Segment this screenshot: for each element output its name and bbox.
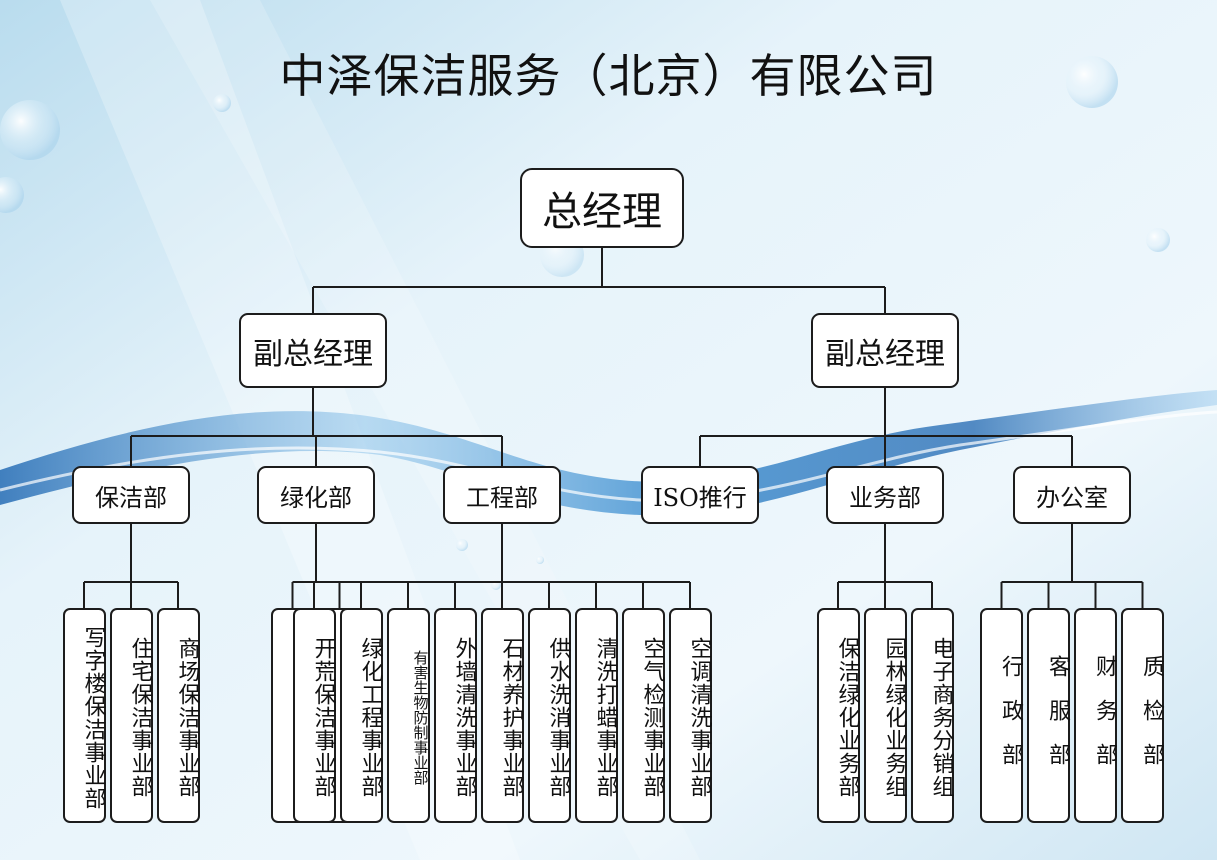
org-node-unit-2-4: 石材养护事业部 <box>480 608 524 823</box>
org-node-dept-3: ISO推行 <box>641 466 759 524</box>
org-node-unit-5-1: 客服部 <box>1027 608 1070 823</box>
org-node-unit-2-8: 空调清洗事业部 <box>668 608 712 823</box>
org-node-unit-4-0: 保洁绿化业务部 <box>816 608 860 823</box>
org-node-unit-4-2: 电子商务分销组 <box>910 608 954 823</box>
org-node-unit-5-2: 财务部 <box>1074 608 1117 823</box>
org-node-dept-1: 绿化部 <box>257 466 375 524</box>
org-node-dept-5: 办公室 <box>1013 466 1131 524</box>
org-node-root: 总经理 <box>520 168 684 248</box>
org-node-unit-2-5: 供水洗消事业部 <box>527 608 571 823</box>
org-node-unit-0-2: 商场保洁事业部 <box>156 608 200 823</box>
org-node-unit-5-0: 行政部 <box>980 608 1023 823</box>
org-node-unit-2-6: 清洗打蜡事业部 <box>574 608 618 823</box>
org-node-unit-2-3: 外墙清洗事业部 <box>433 608 477 823</box>
org-node-dept-2: 工程部 <box>443 466 561 524</box>
org-node-unit-2-7: 空气检测事业部 <box>621 608 665 823</box>
company-title: 中泽保洁服务（北京）有限公司 <box>279 49 938 103</box>
org-node-unit-2-1: 绿化工程事业部 <box>339 608 383 823</box>
org-node-unit-5-3: 质检部 <box>1121 608 1164 823</box>
org-node-dept-4: 业务部 <box>826 466 944 524</box>
org-node-dept-0: 保洁部 <box>72 466 190 524</box>
org-node-unit-0-1: 住宅保洁事业部 <box>109 608 153 823</box>
org-node-deputy-0: 副总经理 <box>239 313 387 388</box>
org-node-unit-2-0: 开荒保洁事业部 <box>292 608 336 823</box>
org-node-deputy-1: 副总经理 <box>811 313 959 388</box>
org-node-unit-0-0: 写字楼保洁事业部 <box>62 608 106 823</box>
org-node-unit-2-2: 有害生物防制事业部 <box>386 608 430 823</box>
org-node-unit-4-1: 园林绿化业务组 <box>863 608 907 823</box>
